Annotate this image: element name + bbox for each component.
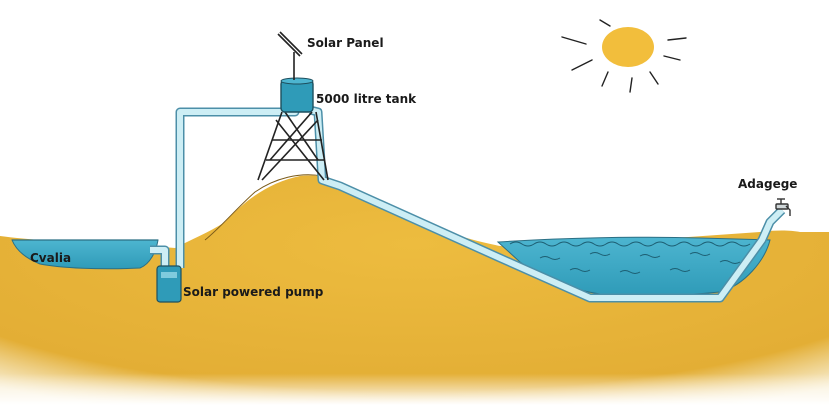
solar-panel-label: Solar Panel bbox=[307, 36, 384, 50]
lake-waves bbox=[509, 241, 751, 274]
cvalia-label: Cvalia bbox=[30, 251, 71, 265]
sun-icon bbox=[561, 19, 687, 93]
adagege-label: Adagege bbox=[738, 177, 797, 191]
ground-fade bbox=[0, 300, 829, 405]
pump-label: Solar powered pump bbox=[183, 285, 324, 299]
cvalia-pond bbox=[11, 239, 159, 270]
tank-tower bbox=[257, 111, 329, 181]
pump-icon bbox=[156, 265, 182, 303]
water-tank bbox=[280, 77, 314, 113]
tank-label: 5000 litre tank bbox=[316, 92, 417, 106]
tap-icon bbox=[775, 198, 791, 216]
solar-panel-icon bbox=[277, 31, 303, 80]
